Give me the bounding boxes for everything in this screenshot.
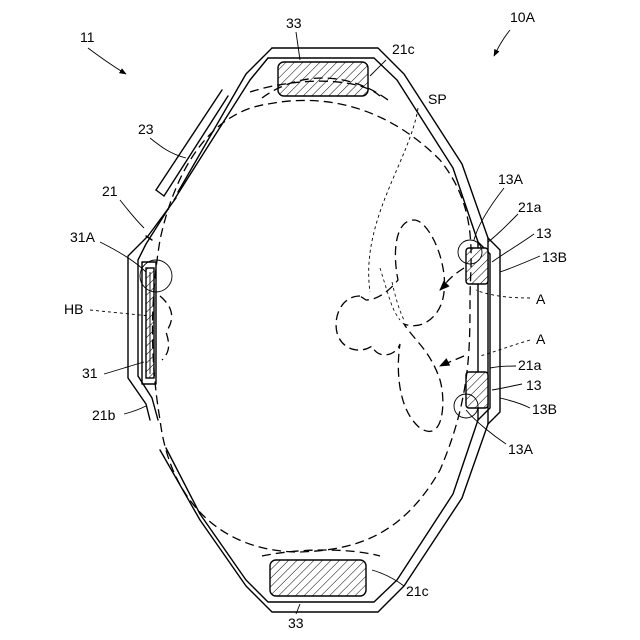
label-21b: 21b: [92, 407, 116, 423]
label-21: 21: [102, 183, 118, 199]
label-21a-bottom: 21a: [518, 357, 542, 373]
label-A-bottom: A: [536, 331, 546, 347]
arrow-A-bottom: [440, 356, 464, 366]
sp-shape: [336, 220, 444, 431]
label-33-top: 33: [286, 15, 302, 31]
label-SP: SP: [428, 91, 447, 107]
label-21c-top: 21c: [392, 41, 415, 57]
label-21a-top: 21a: [518, 199, 542, 215]
reference-labels: 11 10A 33 21c SP 23 21 31A HB 31 21b 13A…: [64, 9, 567, 631]
label-13A-top: 13A: [498, 171, 524, 187]
label-11: 11: [80, 29, 95, 45]
cover-23: [156, 90, 228, 196]
label-23: 23: [138, 121, 154, 137]
label-21c-bottom: 21c: [406, 583, 429, 599]
block-13-top: [466, 248, 488, 284]
label-13B-bottom: 13B: [532, 401, 557, 417]
housing-outer-shell: [160, 48, 488, 612]
block-13-bottom: [466, 372, 488, 408]
block-33-top: [278, 62, 368, 96]
block-33-bottom: [270, 560, 366, 596]
dashed-bag-outline: [153, 78, 472, 556]
label-13A-bottom: 13A: [508, 441, 534, 457]
label-31A: 31A: [70, 229, 96, 245]
label-A-top: A: [536, 291, 546, 307]
label-13-bottom: 13: [526, 377, 542, 393]
label-10A: 10A: [510, 9, 536, 25]
label-13B-top: 13B: [542, 249, 567, 265]
hb-bulge: [160, 296, 172, 360]
label-31: 31: [82, 365, 98, 381]
label-33-bottom: 33: [288, 615, 304, 631]
member-31: [142, 262, 156, 384]
label-HB: HB: [64, 301, 83, 317]
label-13-top: 13: [536, 225, 552, 241]
